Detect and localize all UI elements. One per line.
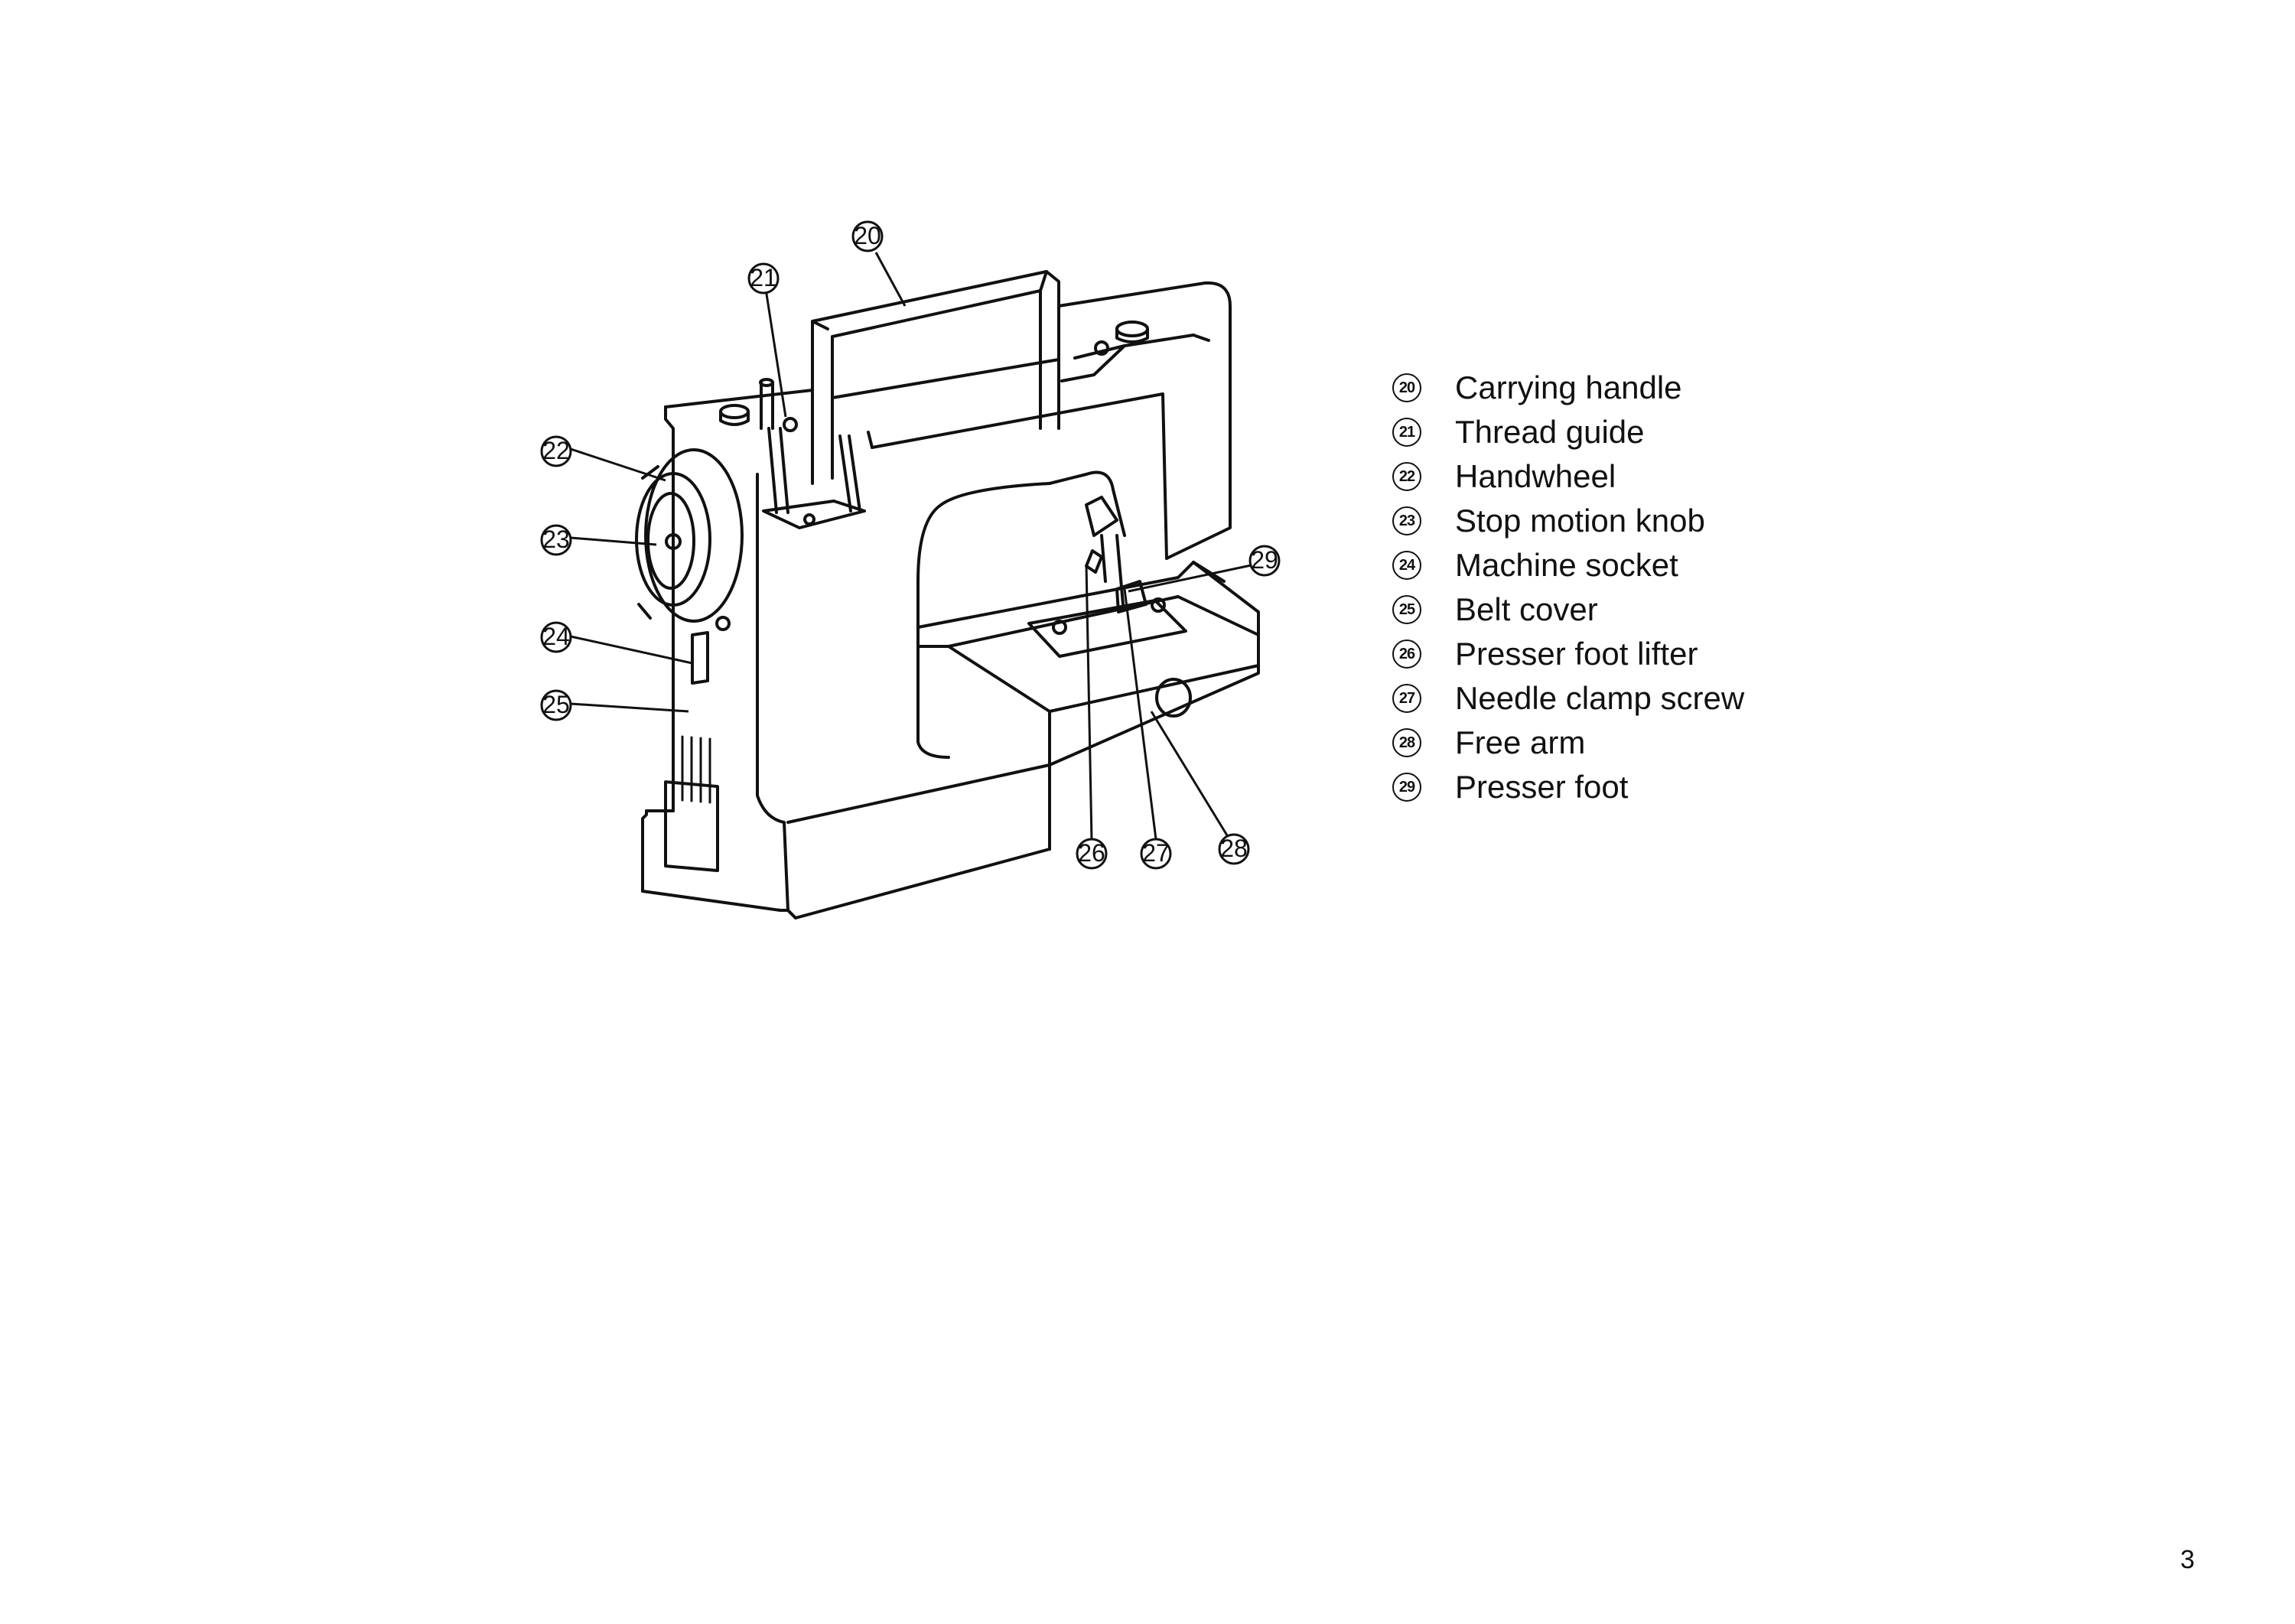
arm-opening — [916, 470, 1126, 759]
body-left-side — [641, 473, 1051, 919]
legend-item: 25 Belt cover — [1392, 587, 1744, 632]
callout-27: 27 — [1140, 838, 1172, 870]
legend-item: 20 Carrying handle — [1392, 366, 1744, 410]
callout-26: 26 — [1076, 838, 1108, 870]
legend-number: 26 — [1392, 640, 1421, 669]
callout-26-number: 26 — [1078, 839, 1105, 867]
legend-label: Carrying handle — [1455, 369, 1682, 405]
carrying-handle-drawing — [811, 270, 1060, 485]
legend-label: Machine socket — [1455, 547, 1678, 583]
sewing-machine-drawing — [635, 270, 1260, 919]
page-number: 3 — [2180, 1545, 2195, 1574]
legend-number: 28 — [1392, 728, 1421, 757]
legend-number: 25 — [1392, 595, 1421, 624]
callout-23: 23 — [540, 524, 572, 556]
legend-label: Stop motion knob — [1455, 503, 1705, 539]
legend-label: Belt cover — [1455, 591, 1598, 627]
leader-lines — [570, 252, 1255, 841]
legend-item: 28 Free arm — [1392, 721, 1744, 765]
callout-22-number: 22 — [542, 437, 570, 464]
legend-number: 24 — [1392, 551, 1421, 580]
parts-legend: 20 Carrying handle 21 Thread guide 22 Handw… — [1392, 366, 1744, 809]
callout-23-number: 23 — [542, 526, 570, 553]
callout-25-number: 25 — [542, 691, 570, 718]
legend-number: 20 — [1392, 373, 1421, 402]
callout-markers: 20 21 22 23 24 25 26 27 28 29 — [540, 220, 1281, 870]
callout-20: 20 — [851, 220, 884, 252]
needle-assembly — [1085, 496, 1148, 613]
legend-number: 29 — [1392, 773, 1421, 802]
belt-cover-vent — [672, 734, 711, 804]
legend-item: 23 Stop motion knob — [1392, 499, 1744, 543]
machine-socket-drawing — [691, 616, 731, 685]
callout-29: 29 — [1248, 545, 1281, 577]
callout-28: 28 — [1218, 833, 1250, 865]
free-arm-bed — [916, 561, 1260, 851]
machine-head — [664, 281, 1232, 812]
legend-label: Needle clamp screw — [1455, 680, 1745, 716]
handwheel-drawing — [635, 448, 744, 623]
callout-20-number: 20 — [854, 222, 881, 249]
legend-item: 22 Handwheel — [1392, 454, 1744, 499]
callout-22: 22 — [540, 435, 572, 467]
legend-number: 21 — [1392, 418, 1421, 447]
legend-label: Handwheel — [1455, 458, 1616, 494]
callout-24: 24 — [540, 621, 572, 653]
callout-29-number: 29 — [1251, 546, 1278, 574]
legend-item: 29 Presser foot — [1392, 765, 1744, 809]
callout-27-number: 27 — [1142, 839, 1170, 867]
legend-number: 23 — [1392, 506, 1421, 535]
legend-label: Thread guide — [1455, 414, 1645, 450]
callout-21-number: 21 — [750, 264, 777, 291]
legend-item: 27 Needle clamp screw — [1392, 676, 1744, 721]
legend-label: Free arm — [1455, 724, 1586, 760]
machine-base — [779, 828, 1051, 919]
legend-item: 21 Thread guide — [1392, 410, 1744, 454]
callout-21: 21 — [747, 262, 780, 295]
callout-24-number: 24 — [542, 623, 570, 650]
thread-guide-drawing — [762, 427, 866, 529]
legend-number: 27 — [1392, 684, 1421, 713]
legend-item: 24 Machine socket — [1392, 543, 1744, 587]
legend-item: 26 Presser foot lifter — [1392, 632, 1744, 676]
spool-pins — [719, 321, 1149, 432]
legend-number: 22 — [1392, 462, 1421, 491]
callout-25: 25 — [540, 689, 572, 721]
callout-28-number: 28 — [1220, 835, 1248, 862]
legend-label: Presser foot — [1455, 769, 1629, 805]
legend-label: Presser foot lifter — [1455, 636, 1698, 672]
